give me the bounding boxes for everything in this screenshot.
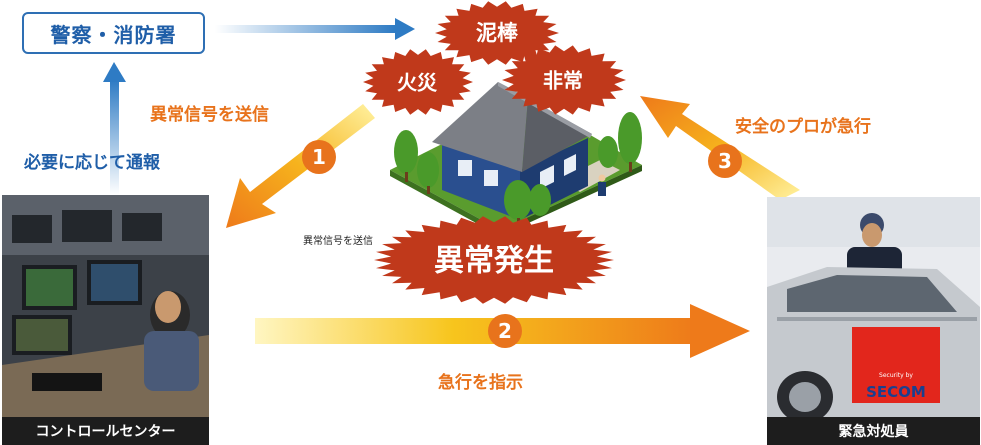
burst-theft: 泥棒	[435, 1, 559, 65]
control-center-photo: コントロールセンター	[2, 195, 209, 445]
responder-photo: Security by SECOM 緊急対処員	[767, 197, 980, 445]
burst-incident-label: 異常発生	[434, 244, 554, 279]
car-logo: SECOM	[866, 383, 926, 401]
step2-number: 2	[488, 314, 522, 348]
arrow-report-up	[103, 62, 126, 195]
arrow-step2	[255, 304, 750, 358]
step1-number: 1	[302, 140, 336, 174]
burst-theft-label: 泥棒	[476, 21, 519, 45]
responder-caption: 緊急対処員	[767, 417, 980, 445]
burst-emergency: 非常	[502, 45, 626, 115]
responder-image: Security by SECOM	[767, 197, 980, 423]
car-logo-small: Security by	[879, 372, 913, 379]
police-fire-station-box: 警察・消防署	[22, 12, 205, 54]
small-signal-label: 異常信号を送信	[303, 236, 373, 247]
house-illustration	[390, 82, 642, 235]
burst-fire-label: 火災	[397, 71, 438, 95]
step2-label: 急行を指示	[438, 373, 523, 393]
burst-emergency-label: 非常	[543, 69, 583, 93]
step1-label: 異常信号を送信	[150, 105, 269, 125]
burst-incident: 異常発生	[374, 216, 614, 304]
step3-label: 安全のプロが急行	[735, 117, 871, 137]
step3-number: 3	[708, 144, 742, 178]
report-label: 必要に応じて通報	[24, 153, 160, 173]
burst-fire: 火災	[363, 49, 473, 115]
control-center-image	[2, 195, 209, 417]
arrow-step1	[226, 104, 375, 228]
control-center-caption: コントロールセンター	[2, 417, 209, 445]
arrow-to-police	[215, 18, 415, 40]
police-label: 警察・消防署	[50, 22, 177, 47]
